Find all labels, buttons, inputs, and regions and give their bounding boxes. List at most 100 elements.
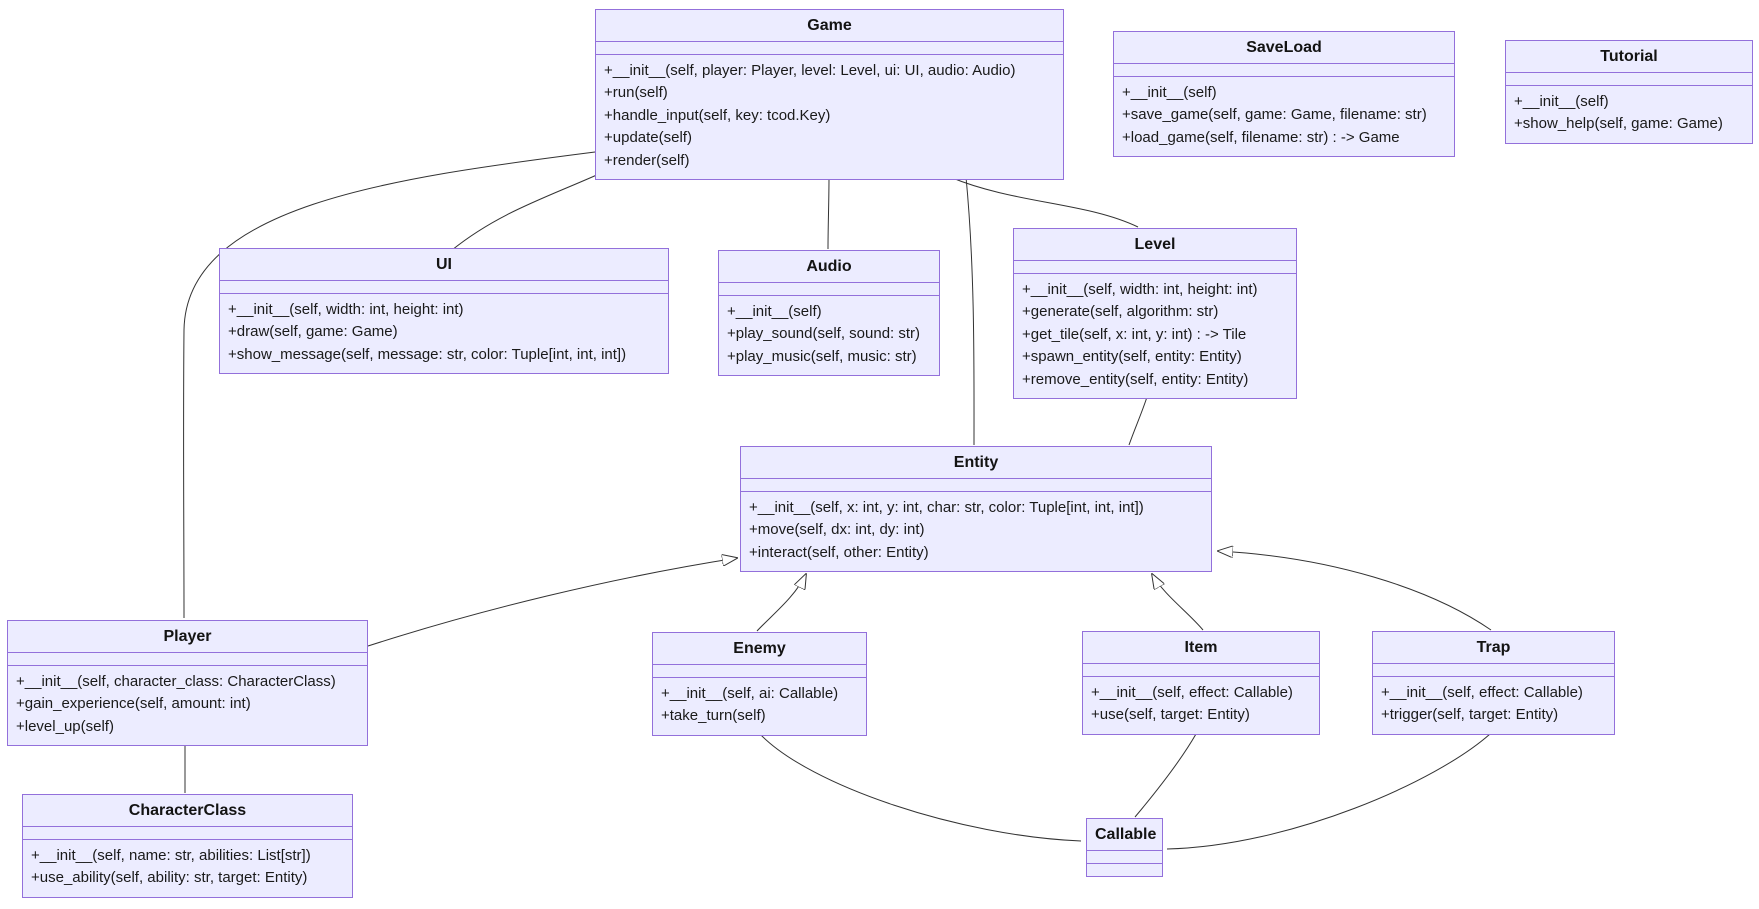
- class-box-ui: UI +__init__(self, width: int, height: in…: [219, 248, 669, 375]
- class-methods-compartment: +__init__(self) +save_game(self, game: Ga…: [1114, 76, 1454, 156]
- class-method: +use_ability(self, ability: str, target:…: [31, 869, 308, 887]
- class-attributes-compartment: [1083, 663, 1319, 676]
- class-attributes-compartment: [1087, 850, 1162, 863]
- class-method: +__init__(self): [1122, 84, 1217, 101]
- class-method: +draw(self, game: Game): [228, 323, 398, 341]
- class-method: +remove_entity(self, entity: Entity): [1022, 370, 1249, 388]
- class-method: +play_music(self, music: str): [727, 347, 917, 365]
- class-method: +move(self, dx: int, dy: int): [749, 521, 925, 539]
- edge-item-entity: [1152, 574, 1204, 631]
- class-method: +__init__(self, ai: Callable): [661, 685, 839, 702]
- class-methods-compartment: +__init__(self) +play_sound(self, sound: …: [719, 295, 939, 375]
- class-box-level: Level +__init__(self, width: int, height:…: [1013, 228, 1297, 400]
- class-method: +get_tile(self, x: int, y: int) : -> Til…: [1022, 325, 1247, 343]
- class-method: +__init__(self, character_class: Charact…: [16, 673, 336, 690]
- edge-level-entity: [1128, 396, 1148, 446]
- class-method: +__init__(self, width: int, height: int): [228, 301, 464, 318]
- edge-game-entity: [965, 176, 975, 446]
- class-method: +save_game(self, game: Game, filename: s…: [1122, 106, 1427, 124]
- class-box-saveload: SaveLoad +__init__(self) +save_game(self, …: [1113, 31, 1455, 158]
- class-method: +load_game(self, filename: str) : -> Gam…: [1122, 128, 1400, 146]
- class-attributes-compartment: [741, 478, 1211, 491]
- class-title: Item: [1184, 639, 1218, 656]
- class-method: +handle_input(self, key: tcod.Key): [604, 106, 831, 124]
- class-attributes-compartment: [653, 664, 866, 677]
- edge-game-player: [183, 151, 596, 619]
- class-method: +__init__(self, effect: Callable): [1091, 684, 1293, 701]
- class-method: +show_help(self, game: Game): [1514, 115, 1723, 133]
- class-attributes-compartment: [719, 282, 939, 295]
- class-title: CharacterClass: [128, 802, 247, 819]
- class-method: +render(self): [604, 151, 690, 169]
- class-attributes-compartment: [220, 280, 668, 293]
- class-attributes-compartment: [1373, 663, 1614, 676]
- class-methods-compartment: +__init__(self) +show_help(self, game: Ga…: [1506, 85, 1752, 143]
- class-title: Trap: [1476, 639, 1511, 656]
- class-attributes-compartment: [1506, 72, 1752, 85]
- edge-enemy-callable: [759, 733, 1082, 842]
- class-method: +__init__(self, player: Player, level: L…: [604, 62, 1016, 79]
- class-title: UI: [436, 256, 452, 273]
- class-methods-compartment: +__init__(self, name: str, abilities: Li…: [23, 839, 352, 897]
- class-attributes-compartment: [1014, 260, 1296, 273]
- class-method: +spawn_entity(self, entity: Entity): [1022, 348, 1242, 366]
- class-method: +update(self): [604, 129, 692, 147]
- edge-item-callable: [1134, 733, 1197, 818]
- class-box-trap: Trap +__init__(self, effect: Callable) +tr…: [1372, 631, 1615, 735]
- edge-trap-entity: [1218, 551, 1492, 631]
- class-box-audio: Audio +__init__(self) +play_sound(self, so…: [718, 250, 940, 377]
- class-box-entity: Entity +__init__(self, x: int, y: int, ch…: [740, 446, 1212, 573]
- class-methods-compartment: +__init__(self, width: int, height: int)…: [1014, 273, 1296, 398]
- class-methods-compartment: +__init__(self, ai: Callable) +take_turn(…: [653, 677, 866, 735]
- class-box-callable: Callable: [1086, 818, 1163, 877]
- class-method: +__init__(self, width: int, height: int): [1022, 281, 1258, 298]
- class-method: +run(self): [604, 84, 668, 102]
- edge-enemy-entity: [756, 574, 806, 632]
- class-methods-compartment: +__init__(self, effect: Callable) +trigge…: [1373, 676, 1614, 734]
- class-method: +gain_experience(self, amount: int): [16, 695, 251, 713]
- class-method: +__init__(self): [1514, 93, 1609, 110]
- class-attributes-compartment: [1114, 63, 1454, 76]
- class-methods-compartment: +__init__(self, x: int, y: int, char: st…: [741, 491, 1211, 571]
- class-methods-compartment: +__init__(self, width: int, height: int)…: [220, 293, 668, 373]
- class-title: Tutorial: [1600, 48, 1658, 65]
- edge-trap-callable: [1166, 733, 1491, 850]
- class-attributes-compartment: [23, 826, 352, 839]
- edge-player-entity: [367, 558, 737, 647]
- class-attributes-compartment: [596, 41, 1063, 54]
- class-box-game: Game +__init__(self, player: Player, leve…: [595, 9, 1064, 181]
- class-title: SaveLoad: [1246, 39, 1322, 56]
- class-method: +show_message(self, message: str, color:…: [228, 345, 627, 363]
- class-method: +__init__(self, name: str, abilities: Li…: [31, 847, 311, 864]
- class-method: +interact(self, other: Entity): [749, 543, 929, 561]
- class-method: +level_up(self): [16, 717, 114, 735]
- edge-game-ui: [451, 173, 600, 251]
- class-title: Enemy: [733, 640, 786, 657]
- class-title: Game: [807, 17, 852, 34]
- class-title: Entity: [953, 454, 999, 471]
- edge-game-level: [949, 176, 1139, 228]
- class-method: +trigger(self, target: Entity): [1381, 706, 1559, 724]
- class-box-item: Item +__init__(self, effect: Callable) +us…: [1082, 631, 1320, 735]
- class-method: +take_turn(self): [661, 707, 766, 725]
- class-method: +__init__(self): [727, 303, 822, 320]
- class-box-characterclass: CharacterClass +__init__(self, name: str,…: [22, 794, 353, 898]
- class-box-tutorial: Tutorial +__init__(self) +show_help(self, …: [1505, 40, 1753, 144]
- edge-game-audio: [827, 176, 830, 250]
- class-method: +use(self, target: Entity): [1091, 706, 1250, 724]
- class-box-enemy: Enemy +__init__(self, ai: Callable) +take_…: [652, 632, 867, 736]
- class-title: Callable: [1095, 826, 1157, 843]
- class-method: +play_sound(self, sound: str): [727, 325, 921, 343]
- class-title: Level: [1134, 236, 1176, 253]
- class-attributes-compartment: [8, 652, 367, 665]
- class-methods-compartment: +__init__(self, player: Player, level: L…: [596, 54, 1063, 179]
- class-method: +__init__(self, effect: Callable): [1381, 684, 1583, 701]
- class-box-player: Player +__init__(self, character_class: C…: [7, 620, 368, 747]
- class-method: +__init__(self, x: int, y: int, char: st…: [749, 499, 1144, 516]
- class-title: Audio: [806, 258, 852, 275]
- class-methods-compartment: +__init__(self, character_class: Charact…: [8, 665, 367, 745]
- class-title: Player: [163, 628, 212, 645]
- class-methods-compartment: +__init__(self, effect: Callable) +use(se…: [1083, 676, 1319, 734]
